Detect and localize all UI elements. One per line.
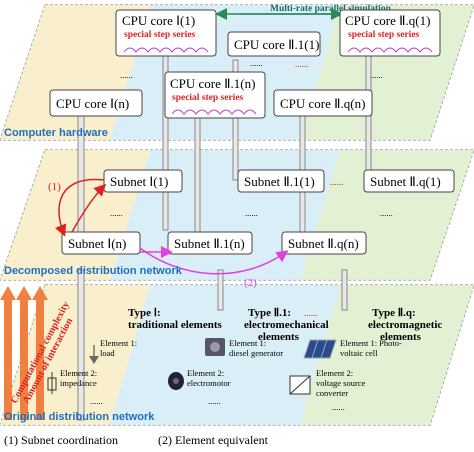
type-2-1-desc: electromechanical (244, 319, 329, 331)
element-equivalent-arrow (139, 247, 289, 275)
dots: ...... (208, 396, 221, 406)
impedance-icon (47, 372, 57, 394)
cpu-core-label: CPU core Ⅱ.q(1) (345, 13, 430, 28)
type-1-label: Type Ⅰ: (128, 307, 161, 319)
hardware-layer-title: Computer hardware (4, 127, 108, 139)
subnet-box-s2-q-n: Subnet Ⅱ.q(n) (281, 231, 367, 255)
cpu-core-label: CPU core Ⅱ.q(n) (280, 96, 365, 111)
special-step-label: special step series (124, 30, 196, 40)
subnet-box-s2-1-1: Subnet Ⅱ.1(1) (237, 169, 325, 193)
top-annotation: Multi-rate parallel simulation (270, 4, 392, 14)
dots: ...... (380, 208, 393, 218)
type-2-q-desc: electromagnetic (368, 319, 442, 331)
element-motor-label-a: Element 2: (187, 368, 224, 378)
element-load-label-b: load (100, 348, 115, 358)
element-pv-label-a: Element 1: Photo- (340, 338, 402, 348)
cpu-core-box-c1-1: CPU core Ⅰ(1) special step series (115, 9, 217, 57)
cpu-core-box-c2-1-n: CPU core Ⅱ.1(n) special step series (164, 71, 266, 119)
type-2-q-label: Type Ⅱ.q: (372, 307, 416, 319)
dots: ...... (90, 396, 103, 406)
side-orange-arrows (0, 286, 48, 420)
arrow-label-1: (1) (48, 181, 61, 193)
dots: ...... (250, 58, 263, 68)
dots: ...... (245, 208, 258, 218)
subnet-label: Subnet Ⅱ.q(1) (370, 174, 441, 189)
element-vsc-label-c: converter (316, 388, 348, 398)
element-impedance-label-b: impedance (60, 378, 97, 388)
original-layer-title: Original distribution network (4, 411, 155, 423)
element-motor-label-b: electromotor (187, 378, 231, 388)
dots: ...... (370, 70, 383, 80)
subnet-box-s1-1: Subnet Ⅰ(1) (103, 169, 183, 193)
electromotor-icon (168, 372, 184, 390)
load-icon (89, 345, 99, 364)
legend-element-equivalent: (2) Element equivalent (158, 433, 269, 447)
cpu-core-box-c2-q-top: CPU core Ⅱ.q(1) special step series (339, 9, 441, 57)
original-layer (0, 284, 474, 426)
element-load-label-a: Element 1: (100, 338, 137, 348)
type-2-1-desc2: elements (258, 331, 300, 343)
cpu-core-box-c-mid: CPU core Ⅱ.1(1) (227, 31, 321, 57)
cpu-core-label: CPU core Ⅰ(n) (56, 96, 129, 111)
special-step-label: special step series (172, 93, 244, 103)
subnet-box-s2-q-1: Subnet Ⅱ.q(1) (363, 169, 455, 193)
dots: ...... (120, 70, 133, 80)
dots: ...... (332, 402, 345, 412)
cpu-core-box-c1-n: CPU core Ⅰ(n) (49, 89, 143, 117)
element-generator-label-b: diesel generator (229, 348, 283, 358)
subnet-label: Subnet Ⅱ.1(n) (174, 236, 245, 251)
subnet-label: Subnet Ⅰ(1) (110, 174, 168, 189)
element-impedance-label-a: Element 2: (60, 368, 97, 378)
element-vsc-label-a: Element 2: (316, 368, 353, 378)
type-1-desc: traditional elements (128, 319, 223, 331)
red-dots: ...... (330, 177, 344, 187)
converter-icon (289, 375, 311, 395)
cpu-core-label: CPU core Ⅱ.1(1) (234, 37, 319, 52)
subnet-coordination-arrow (55, 178, 105, 237)
cpu-core-label: CPU core Ⅱ.1(n) (170, 76, 255, 91)
subnet-label: Subnet Ⅱ.1(1) (244, 174, 315, 189)
legend-subnet-coordination: (1) Subnet coordination (4, 433, 118, 447)
step-waveform (123, 47, 209, 53)
arrow-label-2: (2) (244, 277, 257, 289)
type-2-q-desc2: elements (380, 331, 422, 343)
subnet-label: Subnet Ⅰ(n) (68, 236, 126, 251)
red-dots: ...... (295, 59, 309, 69)
element-vsc-label-b: voltage source (316, 378, 366, 388)
diesel-generator-icon (205, 338, 225, 356)
type-2-1-label: Type Ⅱ.1: (248, 307, 291, 319)
element-generator-label-a: Element 1: (229, 338, 266, 348)
step-waveform (171, 109, 257, 115)
cpu-core-label: CPU core Ⅰ(1) (122, 13, 195, 28)
special-step-label: special step series (348, 30, 420, 40)
red-dots: ...... (304, 308, 318, 318)
step-waveform (347, 47, 433, 53)
subnet-label: Subnet Ⅱ.q(n) (288, 236, 359, 251)
element-pv-label-b: voltaic cell (340, 348, 378, 358)
dots: ...... (110, 208, 123, 218)
photovoltaic-icon (303, 339, 337, 359)
cpu-core-box-c2-q-n: CPU core Ⅱ.q(n) (273, 89, 373, 117)
decomposed-layer-title: Decomposed distribution network (4, 265, 183, 277)
subnet-coordination-arrow-up (71, 183, 107, 233)
subnet-box-s2-1-n: Subnet Ⅱ.1(n) (167, 231, 253, 255)
subnet-box-s1-n: Subnet Ⅰ(n) (61, 231, 141, 255)
